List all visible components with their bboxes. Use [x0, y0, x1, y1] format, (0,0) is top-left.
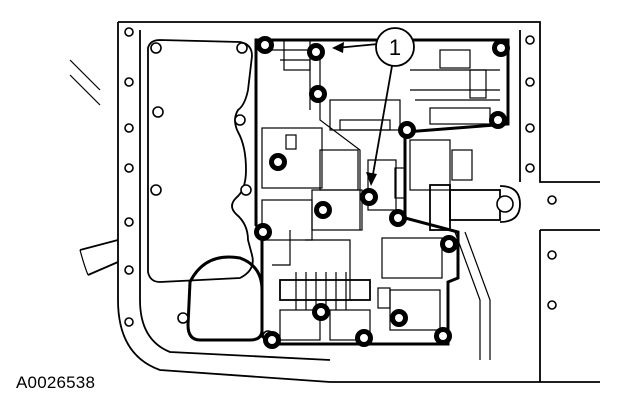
figure-id-label: A0026538 — [16, 373, 96, 392]
bolt — [440, 235, 458, 253]
callout: 1 — [332, 27, 415, 186]
bolt — [254, 223, 272, 241]
bolt — [263, 331, 281, 349]
callout-circle — [375, 27, 415, 67]
bolt — [434, 327, 452, 345]
bolt — [309, 85, 327, 103]
bolt — [312, 303, 330, 321]
valve-body — [254, 38, 510, 346]
bolt — [256, 36, 274, 54]
bolt — [314, 201, 332, 219]
bolt — [269, 153, 287, 171]
callout-arrow-head — [366, 172, 377, 186]
solenoid-connector — [429, 184, 521, 360]
bolt — [307, 43, 325, 61]
bolt — [360, 188, 378, 206]
bolt — [389, 209, 407, 227]
bolt — [398, 121, 416, 139]
callout-arrow — [371, 65, 393, 181]
left-cover — [147, 39, 274, 342]
valve-body-bolts — [254, 36, 510, 349]
callout-label: 1 — [389, 35, 401, 60]
bolt — [355, 329, 373, 347]
bolt — [390, 309, 408, 327]
cable-left — [69, 59, 119, 276]
bolt — [492, 39, 510, 57]
callout-arrow-head — [332, 42, 344, 53]
transmission-case — [117, 21, 600, 383]
bolt — [489, 111, 507, 129]
